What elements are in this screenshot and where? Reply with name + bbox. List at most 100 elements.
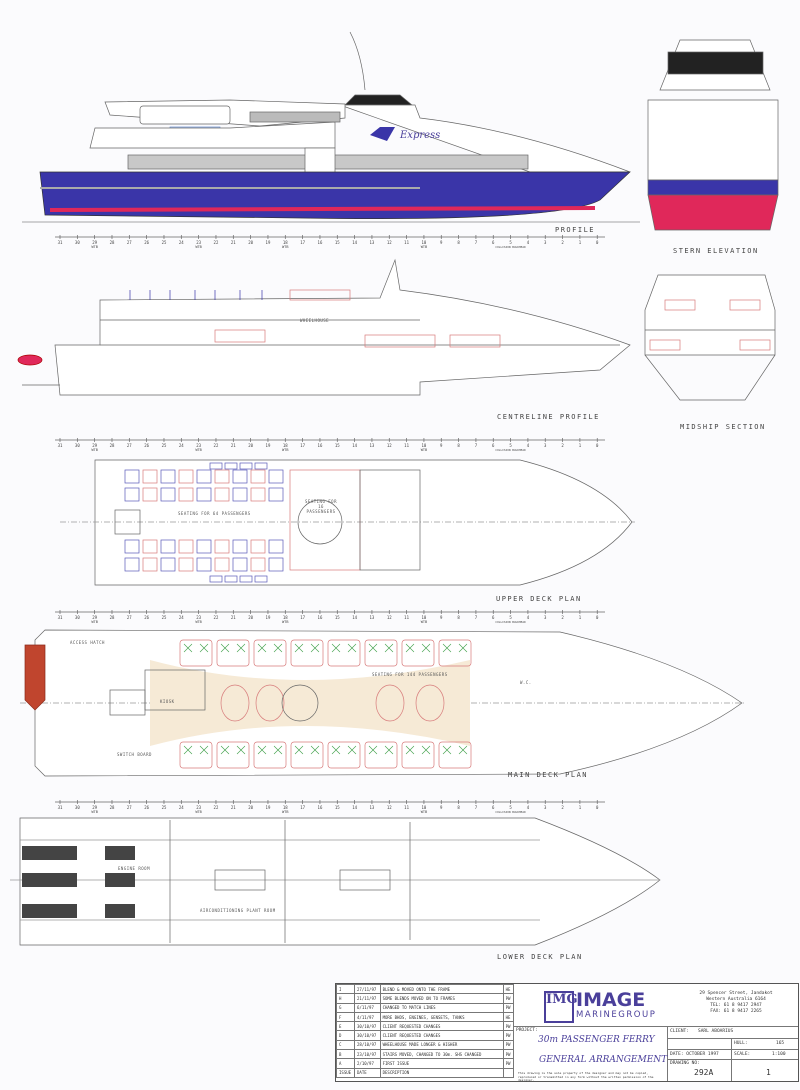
frame-number: 16 — [318, 615, 323, 620]
passenger-seat-group — [253, 639, 287, 667]
revision-by: HE — [502, 983, 515, 995]
passenger-seat — [214, 557, 230, 572]
passenger-seat — [239, 575, 253, 583]
company-sub: MARINEGROUP — [576, 1010, 657, 1020]
frame-number: 30 — [75, 443, 80, 448]
revision-date: 27/11/97 — [354, 983, 381, 995]
centreline-profile-view — [17, 258, 631, 396]
frame-number: 9 — [440, 443, 443, 448]
revision-description: STAIRS MOVED, CHANGED TO 30m. SHS CHANGE… — [379, 1049, 504, 1060]
frame-number: 20 — [248, 443, 253, 448]
frame-number: 13 — [370, 615, 375, 620]
frame-number: 21 — [231, 615, 236, 620]
passenger-seat — [178, 469, 194, 484]
sheet-number: 1 — [766, 1068, 771, 1077]
frame-number: 21 — [231, 805, 236, 810]
hull-value: 165 — [776, 1041, 785, 1046]
engine-room-label: ENGINE ROOM — [118, 866, 150, 871]
frame-number: 22 — [214, 615, 219, 620]
revision-description: FIRST ISSUE — [379, 1058, 504, 1069]
revision-issue: I — [336, 983, 355, 995]
frame-number: 14 — [352, 240, 357, 245]
passenger-seat — [224, 575, 238, 583]
frame-number: 19 — [266, 805, 271, 810]
passenger-seat — [232, 469, 248, 484]
frame-number: 11 — [404, 240, 409, 245]
frame-number: 28 — [110, 443, 115, 448]
wtb-label: WTB — [91, 448, 97, 452]
frame-number: 3 — [544, 805, 547, 810]
frame-number: 29 — [92, 805, 97, 810]
collision-bulkhead-label: COLLISION BULKHEAD — [495, 245, 526, 249]
wtb-label: WTB — [195, 810, 201, 814]
frame-number: 12 — [387, 805, 392, 810]
address-line: Western Australia 6164 — [706, 997, 766, 1002]
passenger-seat-group — [179, 741, 213, 769]
wtb-label: WTB — [195, 620, 201, 624]
revision-issue: F — [336, 1011, 355, 1023]
passenger-seat — [196, 557, 212, 572]
project-label: PROJECT: — [516, 1028, 538, 1033]
kiosk-label: KIOSK — [160, 699, 175, 704]
revision-date: 28/10/97 — [354, 1039, 381, 1051]
telephone: TEL: 61 8 9417 2947 — [710, 1003, 762, 1008]
frame-number: 10 — [422, 443, 427, 448]
wtb-label: WTB — [282, 620, 288, 624]
frame-number: 15 — [335, 615, 340, 620]
frame-number: 10 — [422, 615, 427, 620]
upper-seating-fwd: SEATING FOR 16 PASSENGERS — [305, 499, 337, 514]
frame-number: 1 — [579, 443, 582, 448]
passenger-seat — [250, 539, 266, 554]
main-seating: SEATING FOR 144 PASSENGERS — [372, 672, 448, 677]
revision-issue: E — [336, 1021, 355, 1032]
frame-number: 11 — [404, 805, 409, 810]
frame-number: 29 — [92, 240, 97, 245]
frame-number: 18 — [283, 443, 288, 448]
client-value: SARL ABOARIUS — [698, 1029, 734, 1034]
main-deck-plan-label: MAIN DECK PLAN — [508, 771, 589, 779]
passenger-seat — [250, 487, 266, 502]
frame-number: 4 — [527, 805, 530, 810]
frame-number: 8 — [457, 805, 460, 810]
passenger-seat-group — [438, 639, 472, 667]
passenger-seat-group — [253, 741, 287, 769]
frame-number: 18 — [283, 615, 288, 620]
frame-number: 20 — [248, 240, 253, 245]
frame-number: 15 — [335, 240, 340, 245]
frame-number: 23 — [196, 615, 201, 620]
collision-bulkhead-label: COLLISION BULKHEAD — [495, 810, 526, 814]
revision-by: PW — [502, 1002, 515, 1013]
revision-issue: G — [336, 1002, 355, 1013]
wtb-label: WTB — [195, 245, 201, 249]
revision-by: PW — [502, 1021, 515, 1032]
copyright-note: This drawing is the sole property of the… — [518, 1071, 654, 1082]
passenger-seat — [268, 469, 284, 484]
frame-number: 4 — [527, 443, 530, 448]
frame-number: 0 — [596, 240, 599, 245]
frame-number: 16 — [318, 443, 323, 448]
lounge-seat — [415, 684, 445, 722]
frame-number: 18 — [283, 805, 288, 810]
passenger-seat — [124, 469, 140, 484]
lounge-seat — [220, 684, 250, 722]
project-name: 30m PASSENGER FERRY — [538, 1035, 655, 1045]
frame-number: 26 — [144, 240, 149, 245]
centreline-profile-label: CENTRELINE PROFILE — [497, 413, 600, 421]
frame-number: 5 — [509, 615, 512, 620]
passenger-seat — [209, 462, 223, 470]
frame-number: 2 — [561, 615, 564, 620]
wtb-label: WTB — [282, 448, 288, 452]
frame-number: 20 — [248, 805, 253, 810]
revision-date: 21/11/97 — [354, 993, 381, 1004]
revision-date: 4/11/97 — [354, 1011, 381, 1023]
frame-number: 7 — [475, 615, 478, 620]
client-label: CLIENT: — [670, 1029, 689, 1034]
